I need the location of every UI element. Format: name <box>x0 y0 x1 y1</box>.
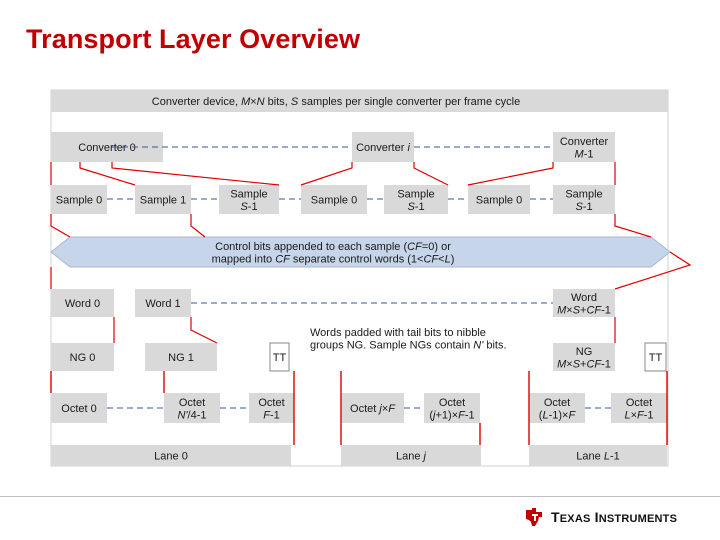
fan-line <box>467 162 554 186</box>
lane-box-label: Lane 0 <box>154 451 188 463</box>
lane-box-label: Lane j <box>396 451 427 463</box>
nibble-group-box <box>51 343 114 371</box>
tail-bits-box <box>644 342 667 372</box>
nibble-group-box-label: NG 0 <box>70 352 96 364</box>
nibble-group-box <box>145 343 217 371</box>
page-title: Transport Layer Overview <box>26 24 361 54</box>
octet-box <box>424 393 480 423</box>
footer-divider <box>0 496 720 497</box>
converter-box <box>352 132 414 162</box>
sample-box <box>301 185 367 214</box>
converter-box <box>553 132 615 162</box>
sample-box-label: Sample 0 <box>476 195 522 207</box>
lane-box-label: Lane L-1 <box>576 451 619 463</box>
octet-box-label: Octet(L-1)×F <box>539 397 577 422</box>
sample-box <box>384 185 448 214</box>
octet-box <box>249 393 294 423</box>
lane-box <box>51 445 291 466</box>
word-box <box>553 289 615 317</box>
tail-bits-box <box>269 342 290 372</box>
converter-box-label: Converter i <box>356 142 410 154</box>
band-connector <box>50 214 71 238</box>
fan-line <box>111 162 280 186</box>
octet-box-label: Octet j×F <box>350 403 396 415</box>
sample-box <box>219 185 279 214</box>
band-connector <box>190 214 206 238</box>
word-box-label: Word 0 <box>65 298 100 310</box>
octet-box-label: Octet(j+1)×F-1 <box>429 397 474 422</box>
sample-box <box>468 185 530 214</box>
octet-box-label: Octet 0 <box>61 403 96 415</box>
nibble-group-box-label: NG 1 <box>168 352 194 364</box>
octet-box <box>529 393 585 423</box>
ti-state-icon <box>526 508 542 526</box>
band-connector <box>614 214 652 238</box>
control-bits-caption: Control bits appended to each sample (CF… <box>212 241 455 266</box>
octet-box <box>341 393 404 423</box>
word-box <box>51 289 114 317</box>
sample-box <box>553 185 615 214</box>
tail-bits-box-label: TT <box>649 352 663 364</box>
word-box-label: Word 1 <box>145 298 180 310</box>
sample-box-label: Sample 1 <box>140 195 186 207</box>
fan-line <box>79 162 136 186</box>
sample-box <box>51 185 107 214</box>
tail-bits-box-label: TT <box>273 352 287 364</box>
converter-box-label: Converter 0 <box>78 142 135 154</box>
word-ng-connector <box>190 317 218 344</box>
sample-box <box>135 185 191 214</box>
lane-box <box>529 445 667 466</box>
word-box <box>135 289 191 317</box>
converter-device-header <box>51 90 668 112</box>
octet-box <box>164 393 220 423</box>
lane-box <box>341 445 481 466</box>
sample-box-label: Sample 0 <box>56 195 102 207</box>
converter-device-caption: Converter device, M×N bits, S samples pe… <box>152 96 520 108</box>
sample-box-label: Sample 0 <box>311 195 357 207</box>
band-connector <box>614 251 692 290</box>
nibble-group-box <box>553 343 615 371</box>
fan-line <box>300 162 353 186</box>
ti-wordmark: TEXAS INSTRUMENTS <box>551 509 678 525</box>
octet-box <box>51 393 107 423</box>
octet-box <box>611 393 667 423</box>
fan-line <box>413 162 449 186</box>
texas-instruments-logo: TEXAS INSTRUMENTS <box>523 504 683 530</box>
